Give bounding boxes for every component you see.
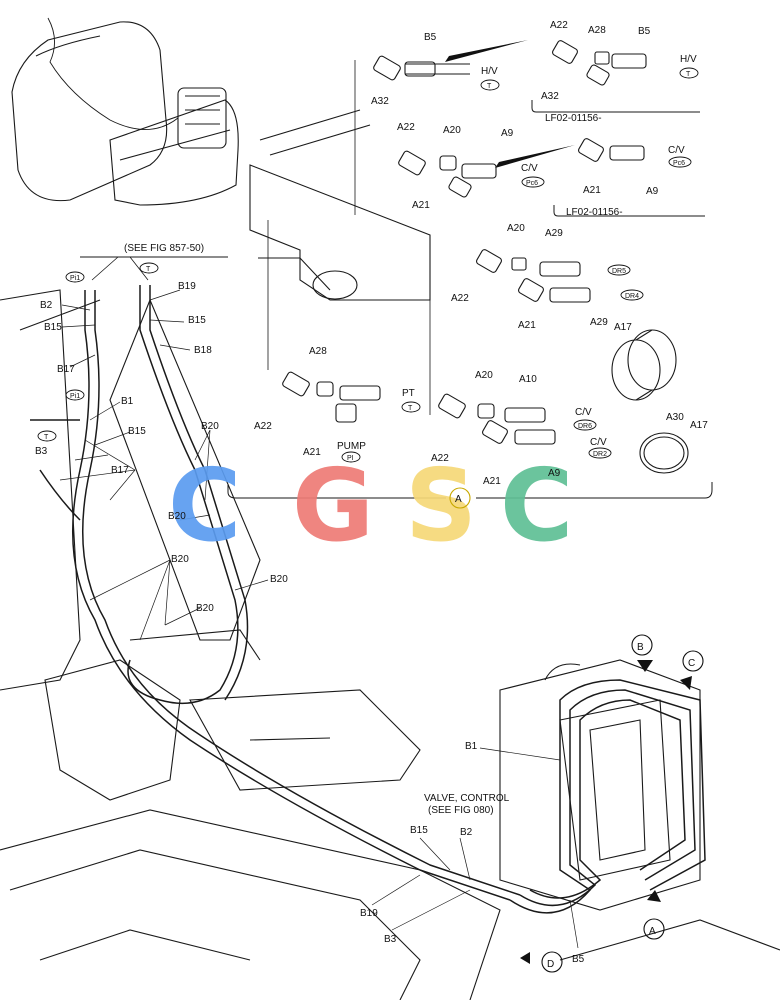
part-label-b1-43: B1 <box>465 741 478 752</box>
part-label-b17-37: B17 <box>111 465 129 476</box>
part-label-b20-38: B20 <box>201 421 219 432</box>
part-label-b3-47: B3 <box>384 934 397 945</box>
oval-pc6-2: Pc6 <box>673 160 685 167</box>
part-label-b15-35: B15 <box>128 426 146 437</box>
part-label-a21-9: A21 <box>412 200 430 211</box>
machine-thumbnail <box>11 17 239 206</box>
watermark-letter-g: G <box>292 447 374 564</box>
part-label-b20-41: B20 <box>270 574 288 585</box>
part-label-a32-5: A32 <box>371 96 389 107</box>
part-label-b2-28: B2 <box>40 300 53 311</box>
part-label-a17-19: A17 <box>690 420 708 431</box>
part-label-a10-24: A10 <box>519 374 537 385</box>
oval-t-1: T <box>487 83 492 90</box>
part-label-a21-26: A21 <box>483 476 501 487</box>
part-label-b5-3: B5 <box>638 26 651 37</box>
see-fig-857-ref: (SEE FIG 857-50) <box>124 243 204 254</box>
part-label-b17-30: B17 <box>57 364 75 375</box>
line-art <box>0 17 780 1000</box>
part-label-b18-33: B18 <box>194 345 212 356</box>
oval-dr6: DR6 <box>578 423 592 430</box>
part-label-a20-23: A20 <box>475 370 493 381</box>
part-label-b19-46: B19 <box>360 908 378 919</box>
port-label-cv-2: C/V <box>668 145 685 156</box>
valve-control-ref: VALVE, CONTROL <box>424 793 510 804</box>
port-label-pt: PT <box>402 388 415 399</box>
port-label-cv-4: C/V <box>590 437 607 448</box>
part-label-a20-7: A20 <box>443 125 461 136</box>
oval-pi1-2: Pi1 <box>70 393 80 400</box>
part-label-b20-42: B20 <box>196 603 214 614</box>
oval-pc6-1: Pc6 <box>526 180 538 187</box>
part-label-a28-20: A28 <box>309 346 327 357</box>
detail-marker-b: B <box>637 642 644 653</box>
port-ovals <box>37 67 699 463</box>
part-label-b15-29: B15 <box>44 322 62 333</box>
oval-t-3: T <box>408 405 413 412</box>
port-label-pump: PUMP <box>337 441 366 452</box>
serial-note-1: LF02-01156- <box>545 113 602 124</box>
oval-dr4: DR4 <box>625 293 639 300</box>
part-label-b15-44: B15 <box>410 825 428 836</box>
part-label-b20-40: B20 <box>171 554 189 565</box>
watermark-letter-c2: C <box>500 447 573 564</box>
oval-pi: PI <box>347 455 354 462</box>
leader-lines <box>59 289 579 949</box>
watermark-letter-c1: C <box>168 447 241 564</box>
part-label-a22-14: A22 <box>451 293 469 304</box>
detail-marker-c: C <box>688 658 695 669</box>
part-label-b19-31: B19 <box>178 281 196 292</box>
part-label-a9-27: A9 <box>548 468 561 479</box>
oval-dr5: DR5 <box>612 268 626 275</box>
part-label-a22-21: A22 <box>254 421 272 432</box>
part-label-a29-16: A29 <box>590 317 608 328</box>
part-label-b5-0: B5 <box>424 32 437 43</box>
oval-pi1-1: Pi1 <box>70 275 80 282</box>
part-label-a22-1: A22 <box>550 20 568 31</box>
part-label-a20-12: A20 <box>507 223 525 234</box>
part-label-b2-45: B2 <box>460 827 473 838</box>
part-label-a29-13: A29 <box>545 228 563 239</box>
detail-marker-a-group: A <box>455 494 462 505</box>
watermark-letter-s: S <box>405 447 477 564</box>
serial-note-2: LF02-01156- <box>566 207 623 218</box>
part-label-a21-15: A21 <box>518 320 536 331</box>
part-label-a32-4: A32 <box>541 91 559 102</box>
control-valve-outline <box>499 659 701 911</box>
part-label-a21-22: A21 <box>303 447 321 458</box>
watermark: C G S C <box>168 447 573 564</box>
port-label-hv-1: H/V <box>481 66 498 77</box>
oval-t-2: T <box>686 71 691 78</box>
oval-t-4: T <box>146 266 151 273</box>
oval-t-5: T <box>44 434 49 441</box>
port-label-cv-3: C/V <box>575 407 592 418</box>
oval-dr2: DR2 <box>593 451 607 458</box>
port-label-hv-2: H/V <box>680 54 697 65</box>
part-label-a22-6: A22 <box>397 122 415 133</box>
part-label-a21-10: A21 <box>583 185 601 196</box>
part-label-a9-11: A9 <box>646 186 659 197</box>
part-label-a17-17: A17 <box>614 322 632 333</box>
part-label-a9-8: A9 <box>501 128 514 139</box>
see-fig-080-ref: (SEE FIG 080) <box>428 805 494 816</box>
frame-outline <box>249 60 431 415</box>
part-label-a22-25: A22 <box>431 453 449 464</box>
boom-outline <box>0 289 261 801</box>
part-label-a28-2: A28 <box>588 25 606 36</box>
port-label-cv-1: C/V <box>521 163 538 174</box>
detail-marker-a: A <box>649 926 656 937</box>
hose-runs <box>30 285 706 914</box>
detail-marker-d: D <box>547 959 554 970</box>
part-label-b1-34: B1 <box>121 396 134 407</box>
part-label-b20-39: B20 <box>168 511 186 522</box>
detail-marker-circles <box>449 487 704 973</box>
part-label-b15-32: B15 <box>188 315 206 326</box>
part-label-a30-18: A30 <box>666 412 684 423</box>
fittings <box>282 40 689 474</box>
part-label-b5-48: B5 <box>572 954 585 965</box>
part-label-b3-36: B3 <box>35 446 48 457</box>
